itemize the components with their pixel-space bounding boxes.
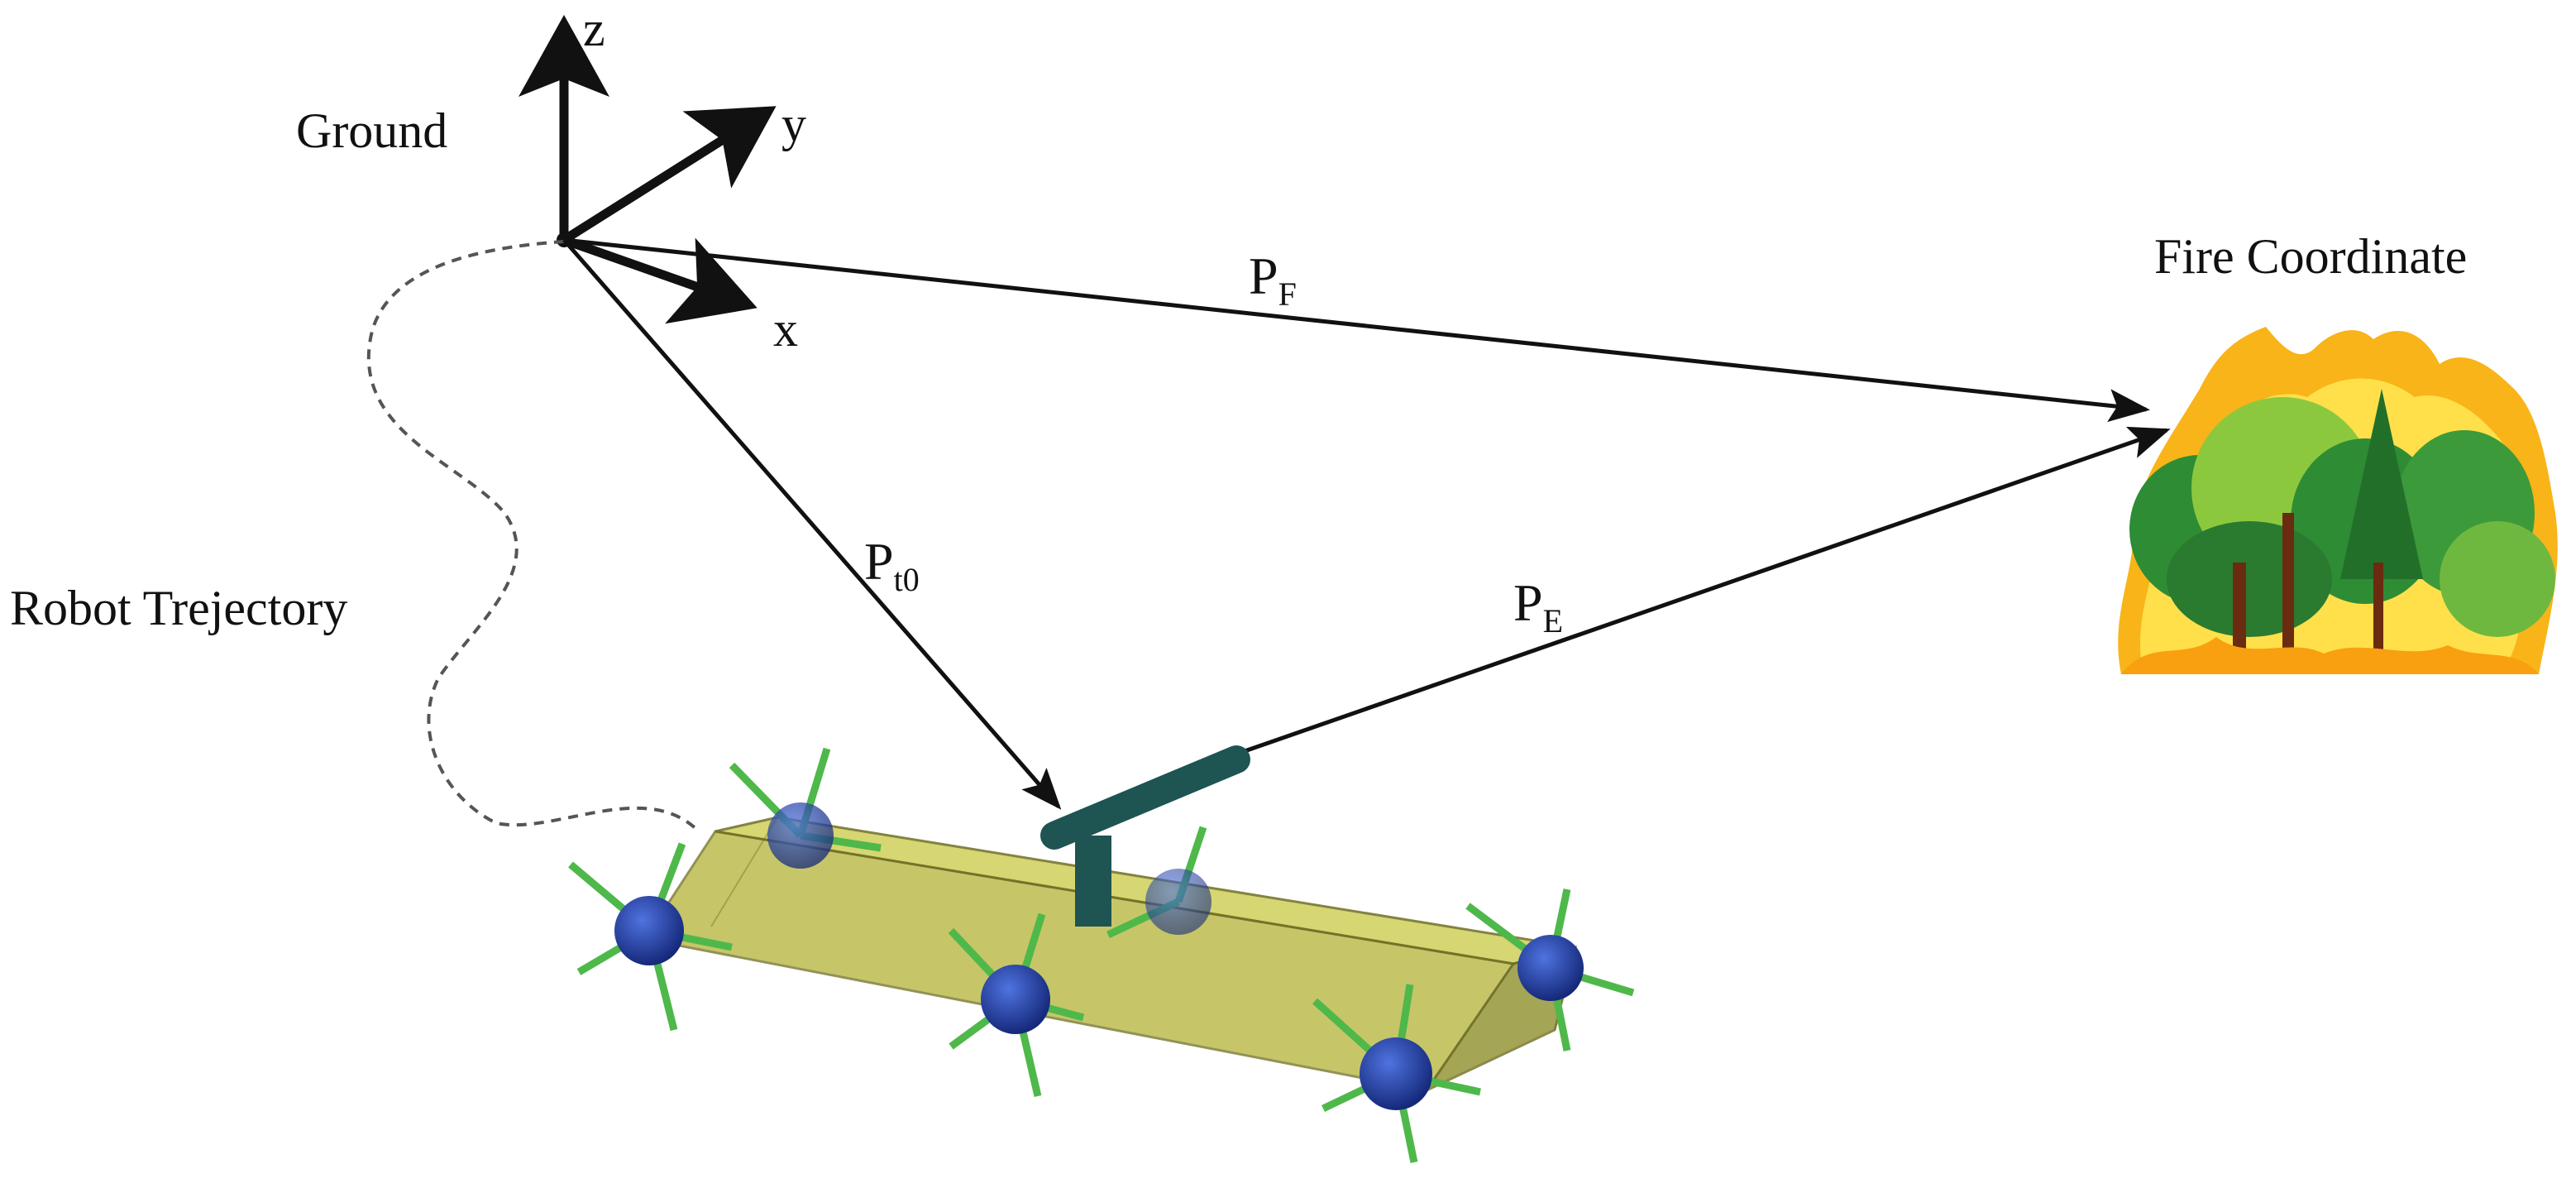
vector-pt0-arrow bbox=[562, 238, 1062, 810]
wheel-front-right bbox=[1312, 984, 1481, 1163]
ground-frame: z y x Ground bbox=[296, 2, 806, 357]
y-axis-arrow bbox=[562, 106, 777, 244]
robot-nozzle bbox=[1040, 745, 1250, 927]
axis-y-label: y bbox=[781, 97, 806, 151]
robot-trajectory-path bbox=[366, 240, 700, 833]
vector-pe-label: PE bbox=[1513, 573, 1563, 639]
ground-label: Ground bbox=[296, 103, 447, 158]
vector-pe-arrow bbox=[1244, 426, 2171, 754]
axis-x-label: x bbox=[773, 302, 798, 357]
firefighting-robot-icon bbox=[568, 745, 1635, 1163]
wheel-mid-front bbox=[948, 912, 1085, 1098]
axis-z-label: z bbox=[583, 2, 605, 56]
wheel-mid-rear bbox=[1106, 826, 1212, 939]
fire-coordinate-label: Fire Coordinate bbox=[2154, 229, 2467, 284]
x-axis-arrow bbox=[562, 235, 758, 324]
wheel-front-left bbox=[568, 842, 733, 1032]
vector-pt0-label: Pt0 bbox=[864, 532, 920, 598]
vector-pf-label: PF bbox=[1249, 247, 1297, 313]
forest-fire-icon bbox=[2118, 327, 2558, 674]
vector-pf-arrow bbox=[563, 237, 2150, 423]
wheel-rear-right bbox=[1465, 888, 1635, 1051]
wheel-rear-left bbox=[729, 747, 882, 869]
robot-trajectory-label: Robot Trejectory bbox=[10, 581, 347, 635]
